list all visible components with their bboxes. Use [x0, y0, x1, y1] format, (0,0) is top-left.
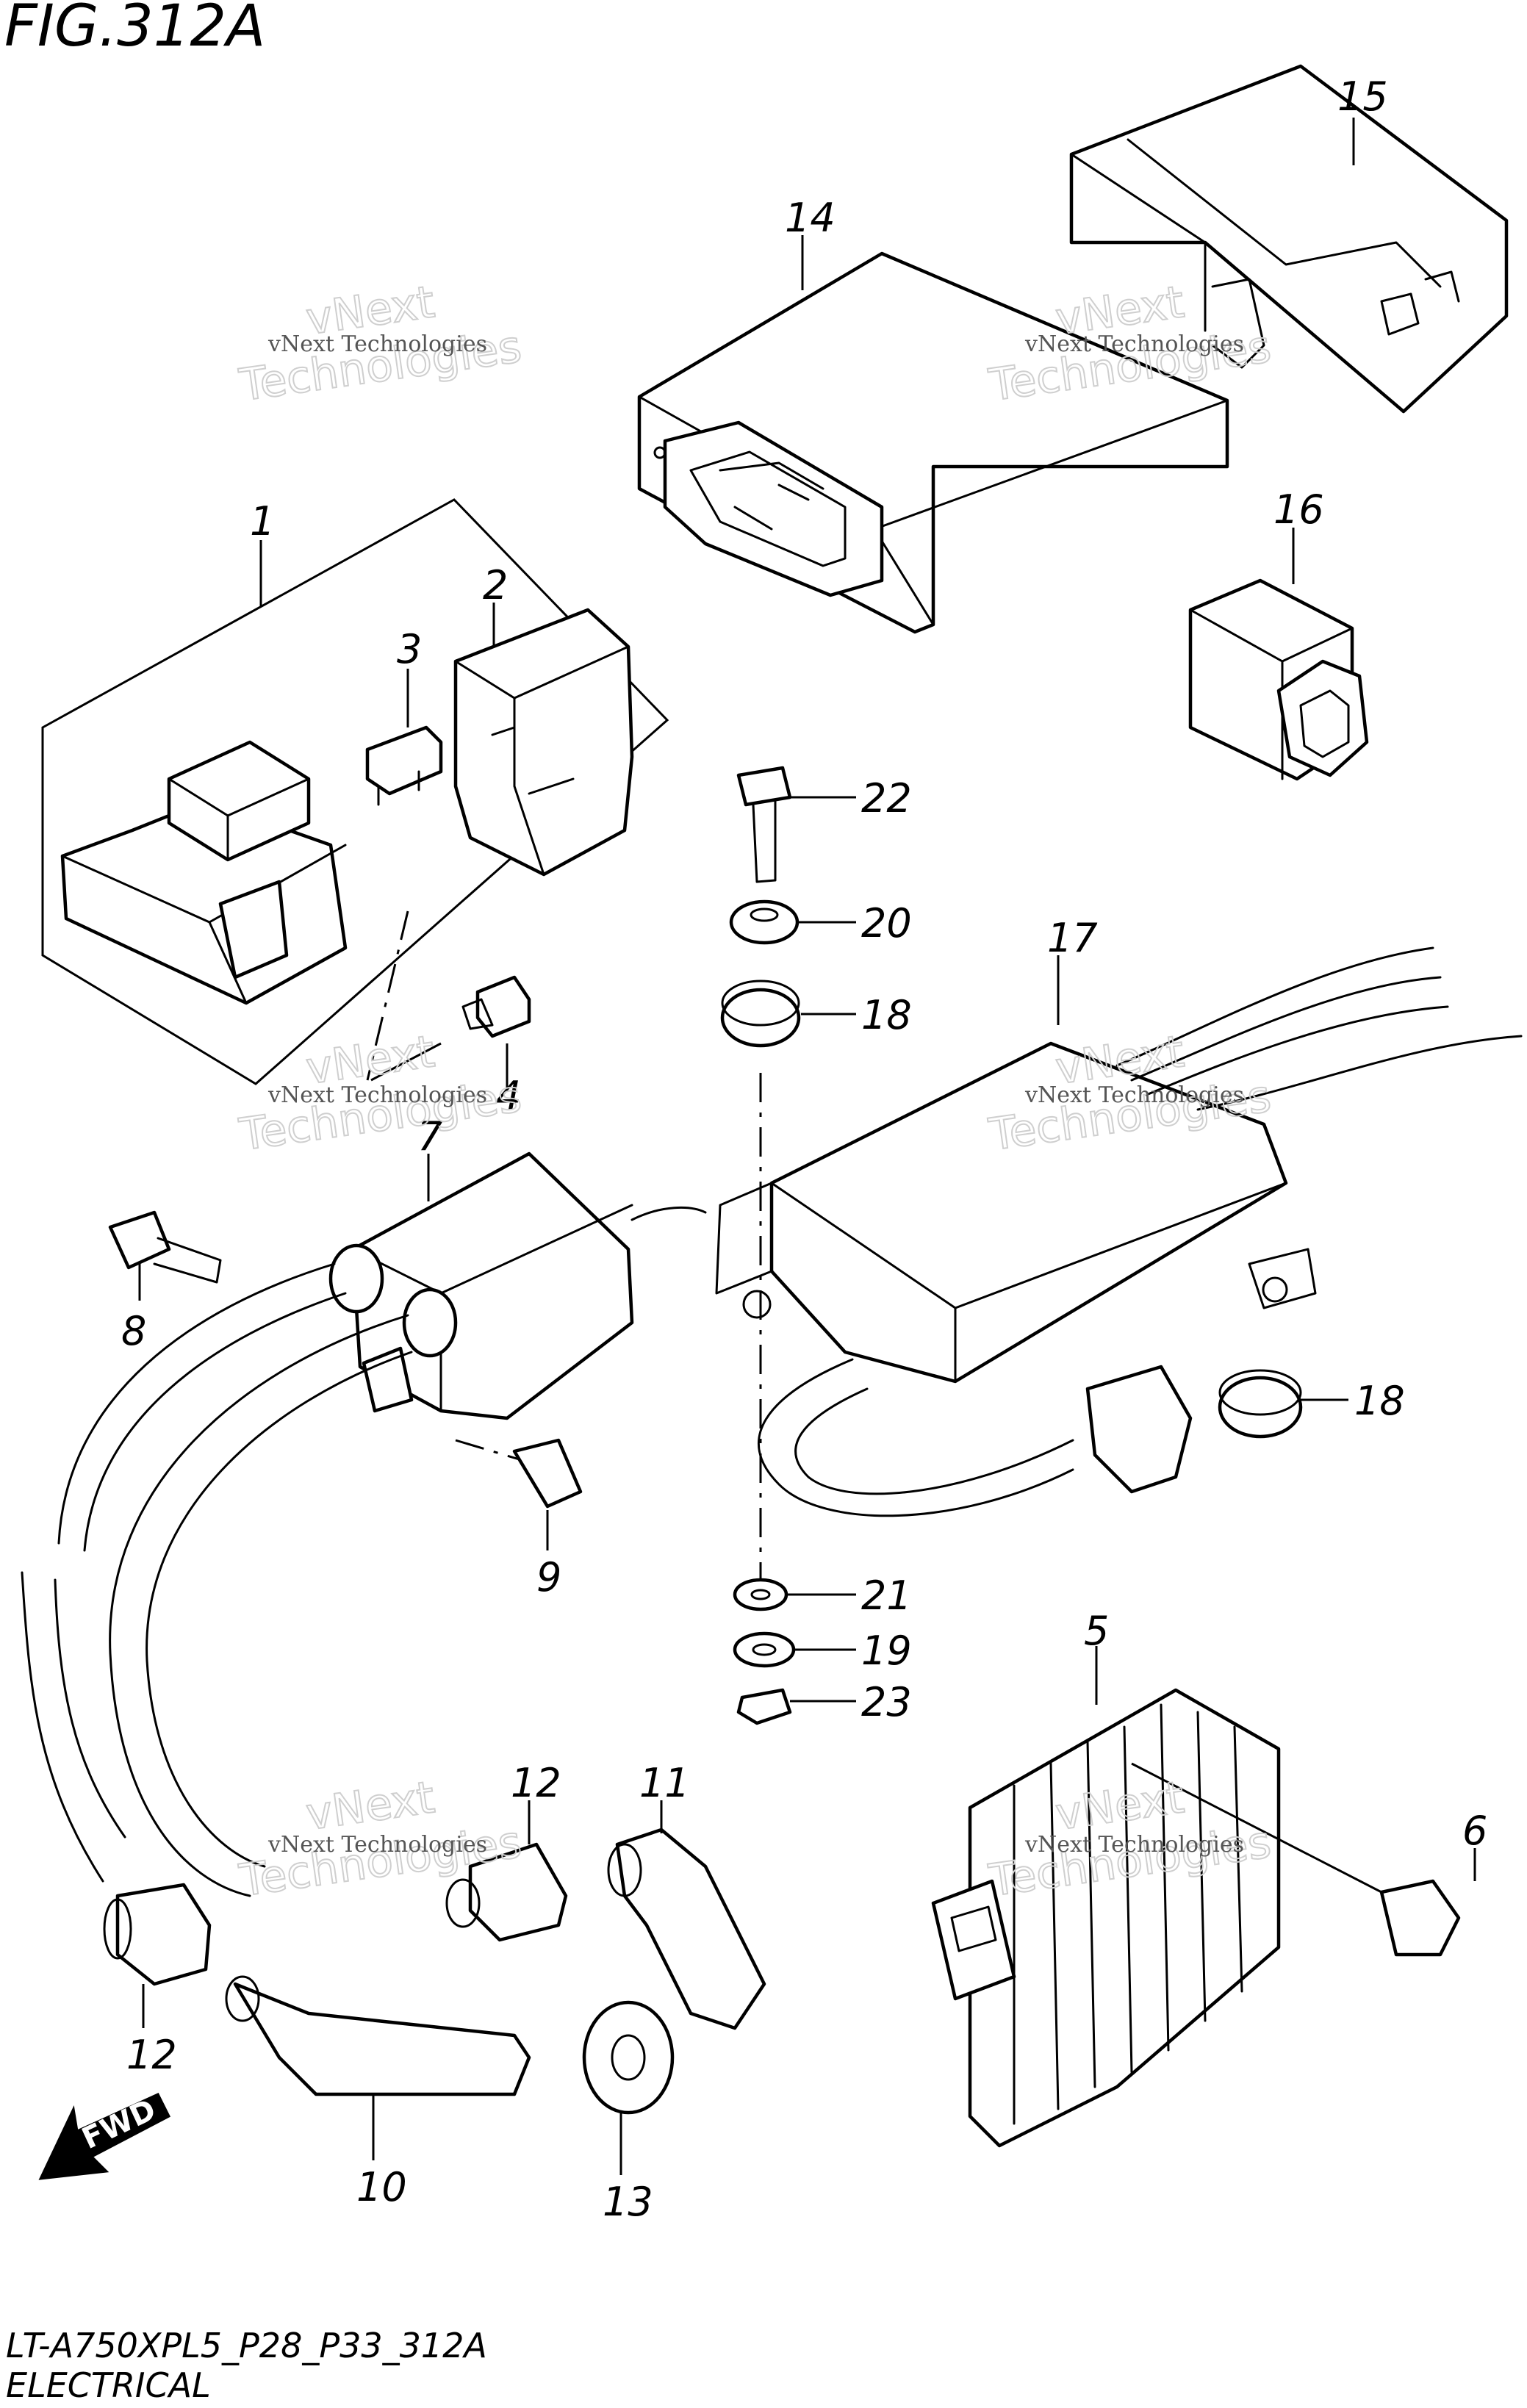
callout-3: 3 — [397, 626, 422, 672]
callout-17: 17 — [1047, 915, 1098, 961]
part-13-seal[interactable] — [582, 2000, 675, 2115]
part-12-cap-left[interactable] — [103, 1883, 212, 1986]
callout-11: 11 — [639, 1760, 690, 1806]
callout-23: 23 — [861, 1679, 912, 1725]
part-23-nut[interactable] — [736, 1688, 792, 1725]
section-name: ELECTRICAL — [6, 2365, 211, 2405]
watermarks: Technologies vNext vNext Technologies Te… — [235, 276, 1274, 1908]
svg-text:vNext Technologies: vNext Technologies — [1024, 1832, 1244, 1858]
callout-10: 10 — [356, 2164, 407, 2210]
part-11-plug-cap[interactable] — [607, 1827, 766, 2030]
part-5-regulator-rectifier[interactable] — [931, 1688, 1281, 2148]
watermark: Technologies vNext vNext Technologies — [235, 1025, 525, 1162]
svg-text:vNext Technologies: vNext Technologies — [267, 1832, 487, 1858]
callout-16: 16 — [1273, 486, 1324, 533]
part-15-cover[interactable] — [1069, 64, 1509, 414]
part-18-grommet-right[interactable] — [1218, 1369, 1303, 1439]
fwd-label: FWD — [77, 2093, 161, 2156]
callout-9: 9 — [536, 1554, 561, 1600]
part-19-washer[interactable] — [733, 1631, 796, 1668]
svg-text:vNext Technologies: vNext Technologies — [267, 331, 487, 357]
callout-1: 1 — [250, 498, 275, 545]
callout-22: 22 — [861, 775, 912, 822]
part-12-cap-right[interactable] — [445, 1842, 568, 1942]
callout-19: 19 — [861, 1628, 912, 1674]
callout-13: 13 — [603, 2179, 653, 2225]
callout-7: 7 — [417, 1113, 442, 1160]
callouts: 1 2 3 4 5 6 7 8 9 10 11 12 12 13 15 14 1… — [121, 73, 1487, 2225]
callout-15: 15 — [1337, 73, 1388, 120]
part-18-grommet-top[interactable] — [720, 980, 801, 1048]
part-21-washer[interactable] — [733, 1578, 788, 1611]
svg-text:vNext Technologies: vNext Technologies — [1024, 1082, 1244, 1108]
part-10-plug-cap[interactable] — [225, 1975, 531, 2096]
part-8-bolt[interactable] — [108, 1210, 222, 1284]
part-7-ignition-coil[interactable] — [328, 1151, 707, 1509]
callout-12-upper: 12 — [511, 1760, 561, 1806]
part-17-ecu-module[interactable] — [715, 946, 1523, 1517]
leader-lines — [138, 118, 1476, 2175]
watermark: Technologies vNext vNext Technologies — [235, 276, 525, 412]
forward-direction-arrow: FWD — [38, 2093, 170, 2180]
part-20-collar[interactable] — [729, 899, 800, 945]
callout-14: 14 — [785, 195, 836, 241]
callout-20: 20 — [861, 900, 912, 946]
callout-12-lower: 12 — [126, 2032, 177, 2078]
callout-21: 21 — [861, 1573, 912, 1619]
svg-text:vNext Technologies: vNext Technologies — [267, 1082, 487, 1108]
callout-4: 4 — [496, 1073, 521, 1119]
part-6-bolt[interactable] — [1131, 1762, 1461, 1957]
callout-6: 6 — [1462, 1808, 1487, 1854]
svg-text:vNext Technologies: vNext Technologies — [1024, 331, 1244, 357]
part-22-bolt[interactable] — [736, 766, 792, 883]
callout-2: 2 — [483, 562, 508, 608]
callout-8: 8 — [121, 1308, 146, 1354]
part-14-ecm[interactable] — [637, 251, 1229, 634]
part-16-relay[interactable] — [1188, 578, 1369, 781]
callout-18-lower: 18 — [1354, 1378, 1405, 1424]
part-1-starter-relay-group[interactable] — [41, 498, 669, 1085]
callout-5: 5 — [1084, 1608, 1109, 1654]
callout-18-upper: 18 — [861, 992, 912, 1038]
figure-title: FIG.312A — [4, 0, 265, 60]
model-code: LT-A750XPL5_P28_P33_312A — [6, 2326, 487, 2365]
watermark: Technologies vNext vNext Technologies — [985, 276, 1274, 412]
high-tension-leads — [21, 1262, 413, 1897]
